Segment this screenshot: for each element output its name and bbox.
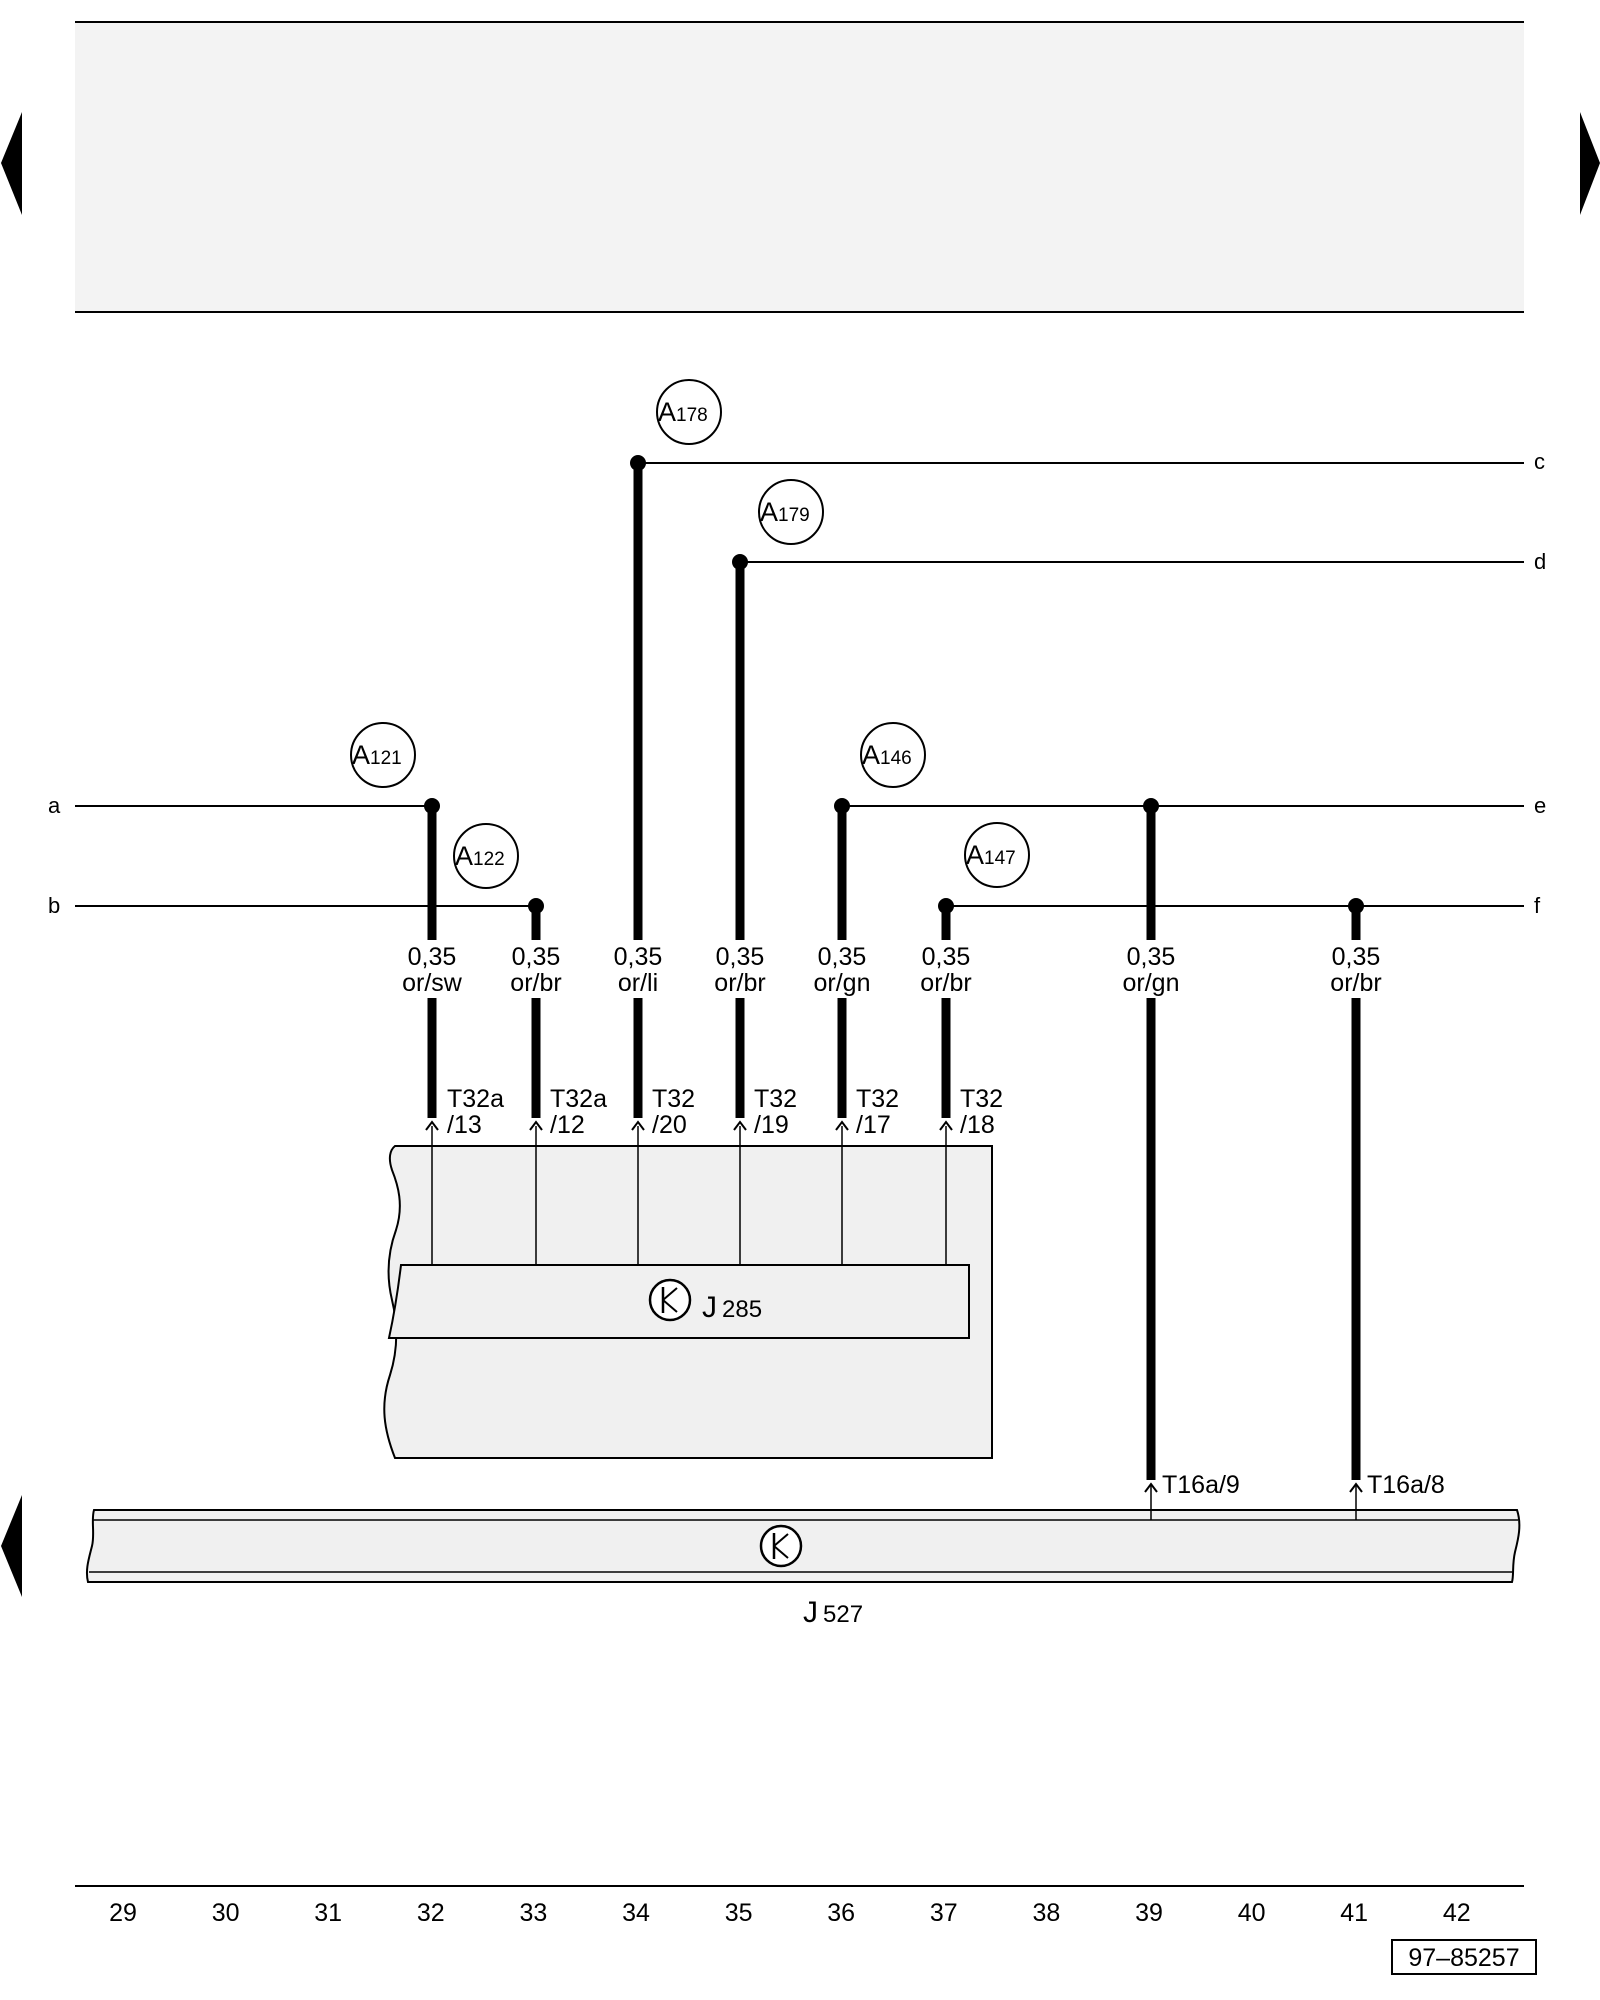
transistor-symbol-icon	[648, 1278, 692, 1322]
track-number: 42	[1443, 1899, 1471, 1927]
wire-color-35: or/br	[714, 969, 765, 997]
track-number: 30	[212, 1899, 240, 1927]
terminal-t32a-13-pin: /13	[447, 1111, 482, 1139]
track-number: 38	[1032, 1899, 1060, 1927]
junction-e-39	[1143, 798, 1159, 814]
wire-size-35: 0,35	[716, 943, 765, 971]
j527-terminal-arrows	[1144, 1482, 1363, 1493]
wire-color-39: or/gn	[1123, 969, 1180, 997]
wire-size-37: 0,35	[922, 943, 971, 971]
prev-page-lower-arrow-icon[interactable]	[1, 1495, 22, 1597]
track-number-row: 29 30 31 32 33 34 35 36 37 38 39 40 41 42	[109, 1899, 1471, 1927]
track-number: 35	[725, 1899, 753, 1927]
terminal-t32-18-top: T32	[960, 1085, 1003, 1113]
junction-a147	[938, 898, 954, 914]
svg-text:A147: A147	[966, 840, 1016, 870]
next-page-arrow-icon[interactable]	[1580, 112, 1600, 215]
terminal-t32a-12-pin: /12	[550, 1111, 585, 1139]
junction-f-41	[1348, 898, 1364, 914]
edge-label-e: e	[1534, 793, 1546, 818]
prev-page-arrow-icon[interactable]	[1, 112, 22, 215]
j285-pin-leads	[431, 1126, 947, 1265]
wire-size-32: 0,35	[408, 943, 457, 971]
transistor-symbol-j527-icon	[759, 1524, 803, 1568]
wire-size-36: 0,35	[818, 943, 867, 971]
terminal-t32-20-pin: /20	[652, 1111, 687, 1139]
terminal-t32-17-top: T32	[856, 1085, 899, 1113]
connection-point-a121: A121	[350, 722, 416, 788]
track-number: 40	[1238, 1899, 1266, 1927]
terminal-t32-20-top: T32	[652, 1085, 695, 1113]
wire-color-41: or/br	[1330, 969, 1381, 997]
svg-text:A178: A178	[658, 397, 708, 427]
connection-point-a146: A146	[860, 722, 926, 788]
wire-size-33: 0,35	[512, 943, 561, 971]
header-band	[75, 22, 1524, 312]
terminal-t32-19-pin: /19	[754, 1111, 789, 1139]
edge-label-f: f	[1534, 893, 1541, 918]
terminal-t32-19-top: T32	[754, 1085, 797, 1113]
track-number: 31	[314, 1899, 342, 1927]
wire-color-37: or/br	[920, 969, 971, 997]
edge-label-d: d	[1534, 549, 1546, 574]
edge-label-b: b	[48, 893, 60, 918]
track-number: 29	[109, 1899, 137, 1927]
svg-text:A146: A146	[862, 740, 912, 770]
terminal-t32-17-pin: /17	[856, 1111, 891, 1139]
junction-a178	[630, 455, 646, 471]
terminal-t32a-13-top: T32a	[447, 1085, 504, 1113]
terminal-t32a-12-top: T32a	[550, 1085, 607, 1113]
wire-size-34: 0,35	[614, 943, 663, 971]
junction-a179	[732, 554, 748, 570]
track-number: 36	[827, 1899, 855, 1927]
junction-a146	[834, 798, 850, 814]
wire-color-33: or/br	[510, 969, 561, 997]
drawing-id: 97–85257	[1408, 1944, 1519, 1972]
track-number: 37	[930, 1899, 958, 1927]
connection-point-a147: A147	[964, 822, 1030, 888]
track-number: 39	[1135, 1899, 1163, 1927]
svg-text:A121: A121	[352, 740, 402, 770]
edge-label-a: a	[48, 793, 61, 818]
wire-color-36: or/gn	[814, 969, 871, 997]
terminal-t16a-9: T16a/9	[1162, 1471, 1240, 1499]
wire-color-32: or/sw	[402, 969, 463, 997]
track-number: 34	[622, 1899, 650, 1927]
junction-a122	[528, 898, 544, 914]
control-unit-j527-body	[85, 1509, 1521, 1583]
junction-a121	[424, 798, 440, 814]
wire-size-39: 0,35	[1127, 943, 1176, 971]
track-number: 41	[1340, 1899, 1368, 1927]
connection-point-a178: A178	[656, 379, 722, 445]
svg-text:A179: A179	[760, 497, 810, 527]
drawing-id-box	[1391, 1939, 1537, 1975]
track-number: 33	[519, 1899, 547, 1927]
edge-label-c: c	[1534, 449, 1545, 474]
terminal-t16a-8: T16a/8	[1367, 1471, 1445, 1499]
terminal-t32-18-pin: /18	[960, 1111, 995, 1139]
svg-text:A122: A122	[455, 841, 505, 871]
track-number: 32	[417, 1899, 445, 1927]
connection-point-a122: A122	[453, 823, 519, 889]
connection-point-a179: A179	[758, 479, 824, 545]
j285-terminal-arrows	[425, 1120, 953, 1131]
wire-size-41: 0,35	[1332, 943, 1381, 971]
wire-color-34: or/li	[618, 969, 658, 997]
